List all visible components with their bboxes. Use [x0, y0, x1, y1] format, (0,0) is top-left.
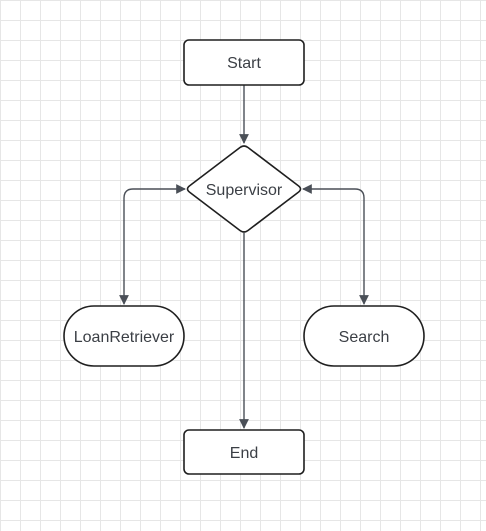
end-label: End: [230, 445, 258, 462]
supervisor-label: Supervisor: [206, 182, 283, 199]
end-box: [183, 429, 305, 475]
start-box: [183, 39, 305, 86]
node-end[interactable]: End: [183, 429, 305, 475]
search-label: Search: [339, 329, 390, 346]
start-label: Start: [227, 55, 261, 72]
search-stadium: [303, 305, 425, 367]
edge-supervisor-loanretriever[interactable]: [119, 184, 186, 305]
node-loanretriever[interactable]: LoanRetriever: [63, 305, 185, 367]
node-start[interactable]: Start: [183, 39, 305, 86]
supervisor-diamond: [186, 145, 302, 233]
edge-supervisor-search[interactable]: [302, 184, 369, 305]
loanretriever-stadium: [63, 305, 185, 367]
node-supervisor[interactable]: Supervisor: [186, 145, 302, 233]
node-search[interactable]: Search: [303, 305, 425, 367]
loanretriever-label: LoanRetriever: [74, 329, 175, 346]
